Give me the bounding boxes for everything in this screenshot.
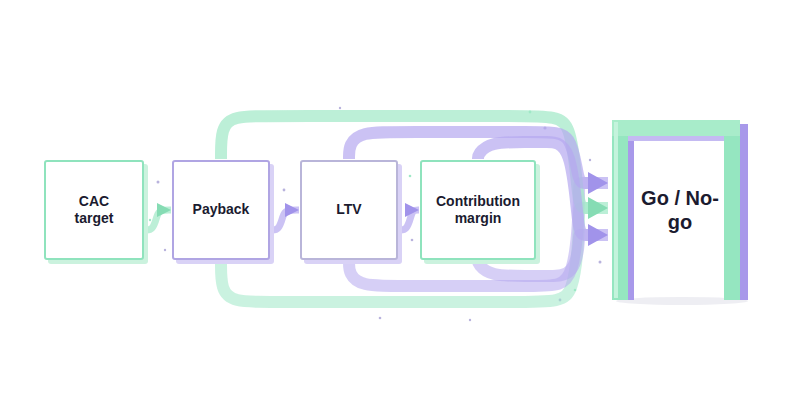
gate-frame — [612, 120, 748, 300]
box-label: Payback — [193, 201, 250, 219]
process-box: LTV — [300, 160, 398, 260]
gate-pillar — [724, 120, 740, 300]
decision-label: Go / No-go — [638, 186, 722, 234]
step-arrow — [145, 210, 171, 230]
flow-bands — [221, 183, 598, 302]
gate-highlight — [614, 122, 618, 298]
sparkle — [409, 175, 412, 178]
step-arrow — [271, 210, 299, 230]
target-box: CAC target — [44, 160, 144, 260]
sparkle — [164, 249, 166, 251]
gate-beam — [612, 120, 740, 136]
process-box: Payback — [172, 160, 270, 260]
sparkle — [589, 159, 591, 161]
sparkle — [149, 219, 151, 221]
sparkle — [469, 319, 471, 321]
sparkle — [339, 107, 341, 109]
gate-pillar — [612, 120, 628, 300]
process-box: Contribution margin — [420, 160, 536, 260]
gate-depth — [628, 136, 726, 141]
sparkle — [411, 239, 414, 242]
decision-gate: Go / No-go — [612, 120, 748, 300]
box-label: Contribution margin — [430, 193, 526, 228]
sparkle — [283, 189, 286, 192]
box-label: CAC target — [64, 193, 124, 228]
gate-depth — [740, 124, 748, 300]
sparkle — [599, 261, 602, 264]
flow-arrow — [221, 116, 608, 208]
box-label: LTV — [336, 201, 361, 219]
sparkle — [157, 181, 160, 184]
gate-depth — [628, 136, 634, 300]
sparkle — [379, 317, 382, 320]
step-arrow — [399, 210, 419, 230]
